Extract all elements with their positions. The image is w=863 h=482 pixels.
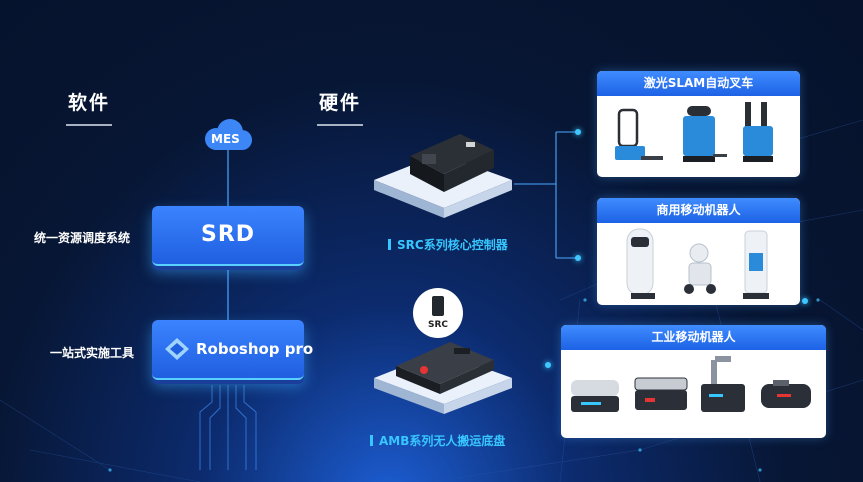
amb-chassis-caption-text: AMB系列无人搬运底盘 xyxy=(379,434,506,448)
connector-node-bottom xyxy=(575,255,581,261)
forklift-robots-image xyxy=(615,102,773,162)
category-title: 商用移动机器人 xyxy=(597,198,800,223)
category-title: 激光SLAM自动叉车 xyxy=(597,71,800,96)
hardware-underline xyxy=(317,124,363,126)
category-card-forklift: 激光SLAM自动叉车 xyxy=(597,71,800,177)
src-chip-icon xyxy=(432,296,444,316)
mes-label: MES xyxy=(211,132,240,146)
network-node xyxy=(802,298,808,304)
srd-description: 统一资源调度系统 xyxy=(34,231,131,245)
roboshop-box: Roboshop pro xyxy=(152,320,313,380)
srd-box: SRD xyxy=(152,206,304,266)
hardware-heading: 硬件 xyxy=(319,92,362,114)
category-card-commercial: 商用移动机器人 xyxy=(597,198,800,305)
src-badge: SRC xyxy=(413,288,463,338)
category-title: 工业移动机器人 xyxy=(561,325,826,350)
src-controller-platform xyxy=(374,134,512,218)
amb-chassis-platform xyxy=(374,342,512,414)
industrial-robots-image xyxy=(571,356,811,412)
category-card-industrial: 工业移动机器人 xyxy=(561,325,826,438)
hardware-connector xyxy=(514,131,580,259)
amb-chassis-caption: AMB系列无人搬运底盘 xyxy=(370,432,505,449)
commercial-robots-image xyxy=(626,228,769,299)
network-node-2 xyxy=(545,362,551,368)
software-underline xyxy=(66,124,112,126)
software-heading: 软件 xyxy=(68,92,111,114)
software-connector xyxy=(199,145,257,470)
roboshop-logo-icon xyxy=(165,338,189,360)
src-badge-label: SRC xyxy=(428,320,449,330)
roboshop-description: 一站式实施工具 xyxy=(50,346,135,360)
mes-cloud-icon xyxy=(205,119,252,150)
roboshop-name: Roboshop pro xyxy=(196,340,314,358)
src-controller-caption: SRC系列核心控制器 xyxy=(388,236,508,253)
src-controller-caption-text: SRC系列核心控制器 xyxy=(397,238,508,252)
srd-name: SRD xyxy=(200,222,256,247)
connector-node-top xyxy=(575,129,581,135)
